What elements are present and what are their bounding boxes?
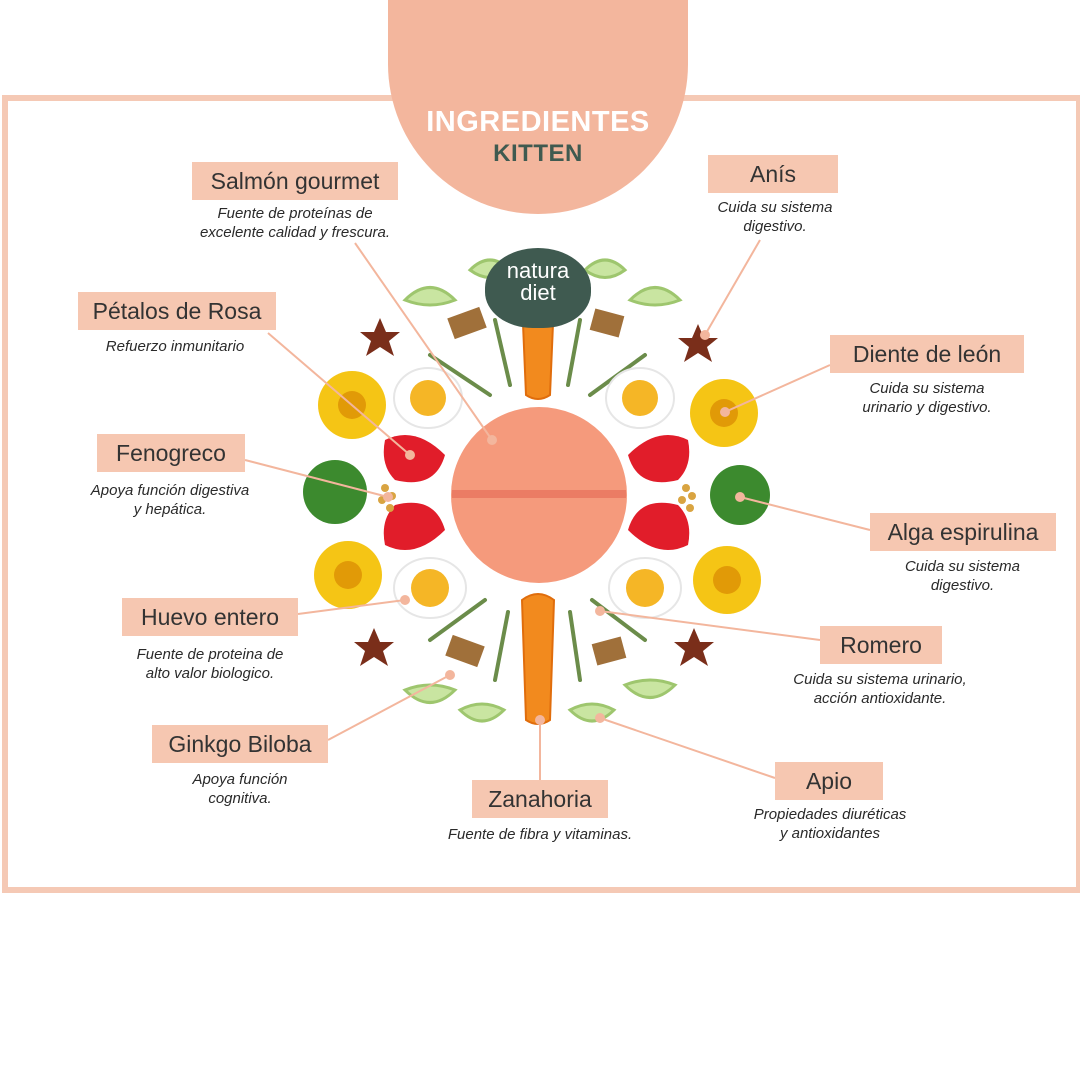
connector-petalos	[267, 332, 411, 456]
rosemary-sprig	[428, 353, 492, 397]
star-anise	[674, 628, 714, 666]
desc-zanahoria: Fuente de fibra y vitaminas.	[447, 826, 633, 843]
label-salmon: Salmón gourmet	[192, 162, 398, 200]
ginkgo-piece	[445, 634, 485, 668]
natura-diet-logo: natura diet	[485, 248, 591, 328]
rosemary-sprig	[493, 318, 512, 387]
desc-apio: Propiedades diuréticas y antioxidantes	[753, 806, 907, 842]
label-diente: Diente de león	[830, 335, 1024, 373]
desc-anis: Cuida su sistema digestivo.	[717, 199, 833, 235]
desc-alga: Cuida su sistema digestivo.	[904, 558, 1021, 594]
label-petalos: Pétalos de Rosa	[78, 292, 276, 330]
logo-line1: natura	[506, 258, 570, 283]
desc-salmon: Fuente de proteínas de excelente calidad…	[199, 205, 391, 241]
header-title: INGREDIENTES	[426, 106, 650, 138]
connector-apio	[599, 717, 776, 779]
celery-piece	[402, 286, 458, 307]
desc-romero: Cuida su sistema urinario, acción antiox…	[793, 671, 967, 707]
connector-fenogreco	[244, 459, 389, 498]
rose-petal	[383, 502, 445, 550]
fenugreek-seed	[682, 484, 690, 492]
carrot-bottom	[520, 593, 556, 725]
rosemary-sprig	[566, 318, 582, 387]
desc-diente: Cuida su sistema urinario y digestivo.	[862, 380, 992, 416]
desc-petalos: Refuerzo inmunitario	[105, 338, 245, 355]
connector-romero	[599, 610, 821, 641]
star-anise	[360, 318, 400, 356]
ginkgo-piece	[591, 636, 627, 666]
rosemary-sprig	[493, 610, 510, 682]
logo-line2: diet	[520, 280, 556, 305]
star-anise	[354, 628, 394, 666]
label-apio: Apio	[775, 762, 883, 800]
ginkgo-piece	[447, 306, 487, 340]
desc-huevo: Fuente de proteina de alto valor biologi…	[136, 646, 284, 682]
label-anis: Anís	[708, 155, 838, 193]
desc-ginkgo: Apoya función cognitiva.	[192, 771, 288, 807]
connector-huevo	[297, 599, 406, 615]
header-subtitle: KITTEN	[493, 140, 583, 167]
label-zanahoria: Zanahoria	[472, 780, 608, 818]
rose-petal	[628, 435, 690, 483]
desc-fenogreco: Apoya función digestiva y hepática.	[90, 482, 250, 518]
label-huevo: Huevo entero	[122, 598, 298, 636]
connector-ginkgo	[327, 674, 451, 741]
star-anise	[678, 324, 718, 362]
spirulina	[303, 460, 367, 524]
celery-piece	[402, 683, 458, 704]
connector-salmon	[354, 242, 493, 441]
ginkgo-piece	[589, 308, 625, 338]
label-romero: Romero	[820, 626, 942, 664]
rosemary-sprig	[428, 598, 487, 642]
connector-alga	[739, 496, 871, 531]
celery-piece	[457, 702, 507, 723]
label-fenogreco: Fenogreco	[97, 434, 245, 472]
rose-petal	[628, 502, 690, 550]
connector-diente	[724, 364, 831, 413]
connector-anis	[704, 239, 761, 336]
rosemary-sprig	[568, 610, 582, 682]
celery-piece	[622, 678, 678, 699]
fenugreek-seed	[381, 484, 389, 492]
celery-piece	[627, 286, 683, 307]
label-ginkgo: Ginkgo Biloba	[152, 725, 328, 763]
celery-piece	[582, 258, 628, 279]
label-alga: Alga espirulina	[870, 513, 1056, 551]
